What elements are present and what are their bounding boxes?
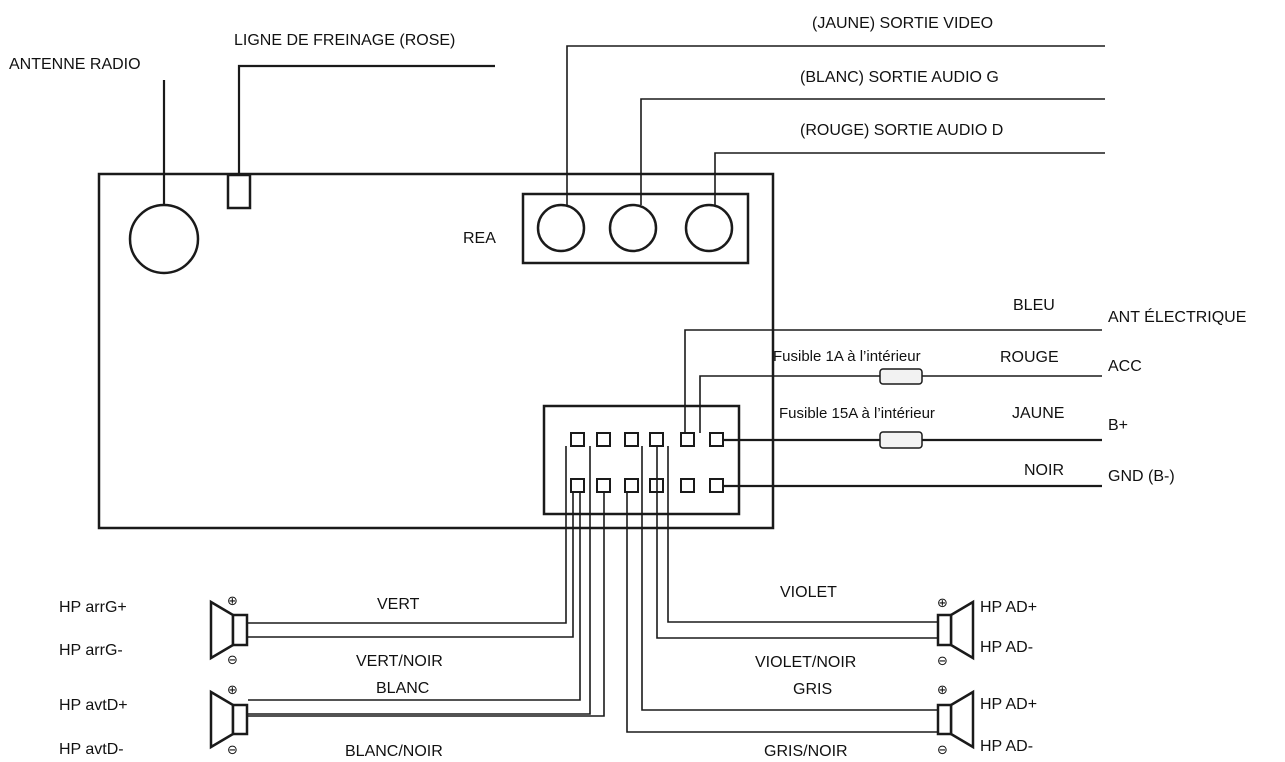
minus-symbol: ⊖	[937, 654, 948, 669]
ant-electrique-label: ANT ÉLECTRIQUE	[1108, 307, 1246, 326]
vert-label: VERT	[377, 596, 420, 613]
fusible-15a-label: Fusible 15A à l’intérieur	[779, 405, 935, 422]
pin	[709, 478, 724, 493]
pin	[570, 478, 585, 493]
audio-right-out-wire	[714, 152, 1105, 205]
brake-connector	[226, 173, 252, 210]
hp-avtd-plus-label: HP avtD+	[59, 697, 128, 714]
brake-wire	[237, 64, 495, 175]
fusible-1a-label: Fusible 1A à l’intérieur	[773, 348, 921, 365]
blue-wire	[684, 329, 1102, 433]
sortie-video-label: (JAUNE) SORTIE VIDEO	[812, 15, 993, 32]
gris-label: GRIS	[793, 681, 832, 698]
speaker-rear-left	[209, 599, 249, 661]
minus-symbol: ⊖	[227, 743, 238, 758]
rouge-label: ROUGE	[1000, 349, 1059, 366]
hp-arrg-plus-label: HP arrG+	[59, 599, 127, 616]
speaker-front-right-left-side	[209, 689, 249, 750]
hp-ad-plus-label-2: HP AD+	[980, 696, 1037, 713]
audio-left-out-wire	[640, 98, 1105, 205]
hp-ad-plus-label-1: HP AD+	[980, 599, 1037, 616]
pin	[624, 478, 639, 493]
red-wire-a	[699, 375, 880, 433]
pin	[709, 432, 724, 447]
vert-noir-label: VERT/NOIR	[356, 653, 443, 670]
plus-symbol: ⊕	[227, 683, 238, 698]
minus-symbol: ⊖	[227, 653, 238, 668]
speaker-ad-lower	[936, 689, 975, 750]
pin	[680, 432, 695, 447]
pin	[649, 432, 664, 447]
speaker-wires	[248, 446, 938, 733]
gris-noir-label: GRIS/NOIR	[764, 743, 848, 760]
pin	[596, 478, 611, 493]
plus-symbol: ⊕	[937, 596, 948, 611]
minus-symbol: ⊖	[937, 743, 948, 758]
pin	[570, 432, 585, 447]
antenna-socket	[128, 203, 200, 275]
rca-jack-video	[536, 203, 586, 253]
sortie-audio-d-label: (ROUGE) SORTIE AUDIO D	[800, 122, 1003, 139]
blanc-label: BLANC	[376, 680, 429, 697]
jaune-label: JAUNE	[1012, 405, 1064, 422]
pin	[624, 432, 639, 447]
speaker-ad-upper	[936, 599, 975, 661]
pin	[680, 478, 695, 493]
violet-noir-label: VIOLET/NOIR	[755, 654, 856, 671]
blanc-noir-label: BLANC/NOIR	[345, 743, 443, 760]
fuse-1a	[879, 368, 923, 385]
plus-symbol: ⊕	[227, 594, 238, 609]
pin	[596, 432, 611, 447]
violet-label: VIOLET	[780, 584, 837, 601]
hp-arrg-minus-label: HP arrG-	[59, 642, 123, 659]
plus-symbol: ⊕	[937, 683, 948, 698]
sortie-audio-g-label: (BLANC) SORTIE AUDIO G	[800, 69, 999, 86]
rca-jack-audio-left	[608, 203, 658, 253]
antenne-radio-label: ANTENNE RADIO	[9, 56, 141, 73]
bleu-label: BLEU	[1013, 297, 1055, 314]
rea-label: REA	[463, 230, 496, 247]
gnd-label: GND (B-)	[1108, 468, 1175, 485]
hp-ad-minus-label-2: HP AD-	[980, 738, 1033, 755]
fuse-15a	[879, 431, 923, 449]
b-plus-label: B+	[1108, 417, 1128, 434]
ligne-freinage-label: LIGNE DE FREINAGE (ROSE)	[234, 32, 455, 49]
rca-jack-audio-right	[684, 203, 734, 253]
hp-avtd-minus-label: HP avtD-	[59, 741, 124, 758]
noir-label: NOIR	[1024, 462, 1064, 479]
hp-ad-minus-label-1: HP AD-	[980, 639, 1033, 656]
acc-label: ACC	[1108, 358, 1142, 375]
video-out-wire	[566, 45, 1105, 205]
